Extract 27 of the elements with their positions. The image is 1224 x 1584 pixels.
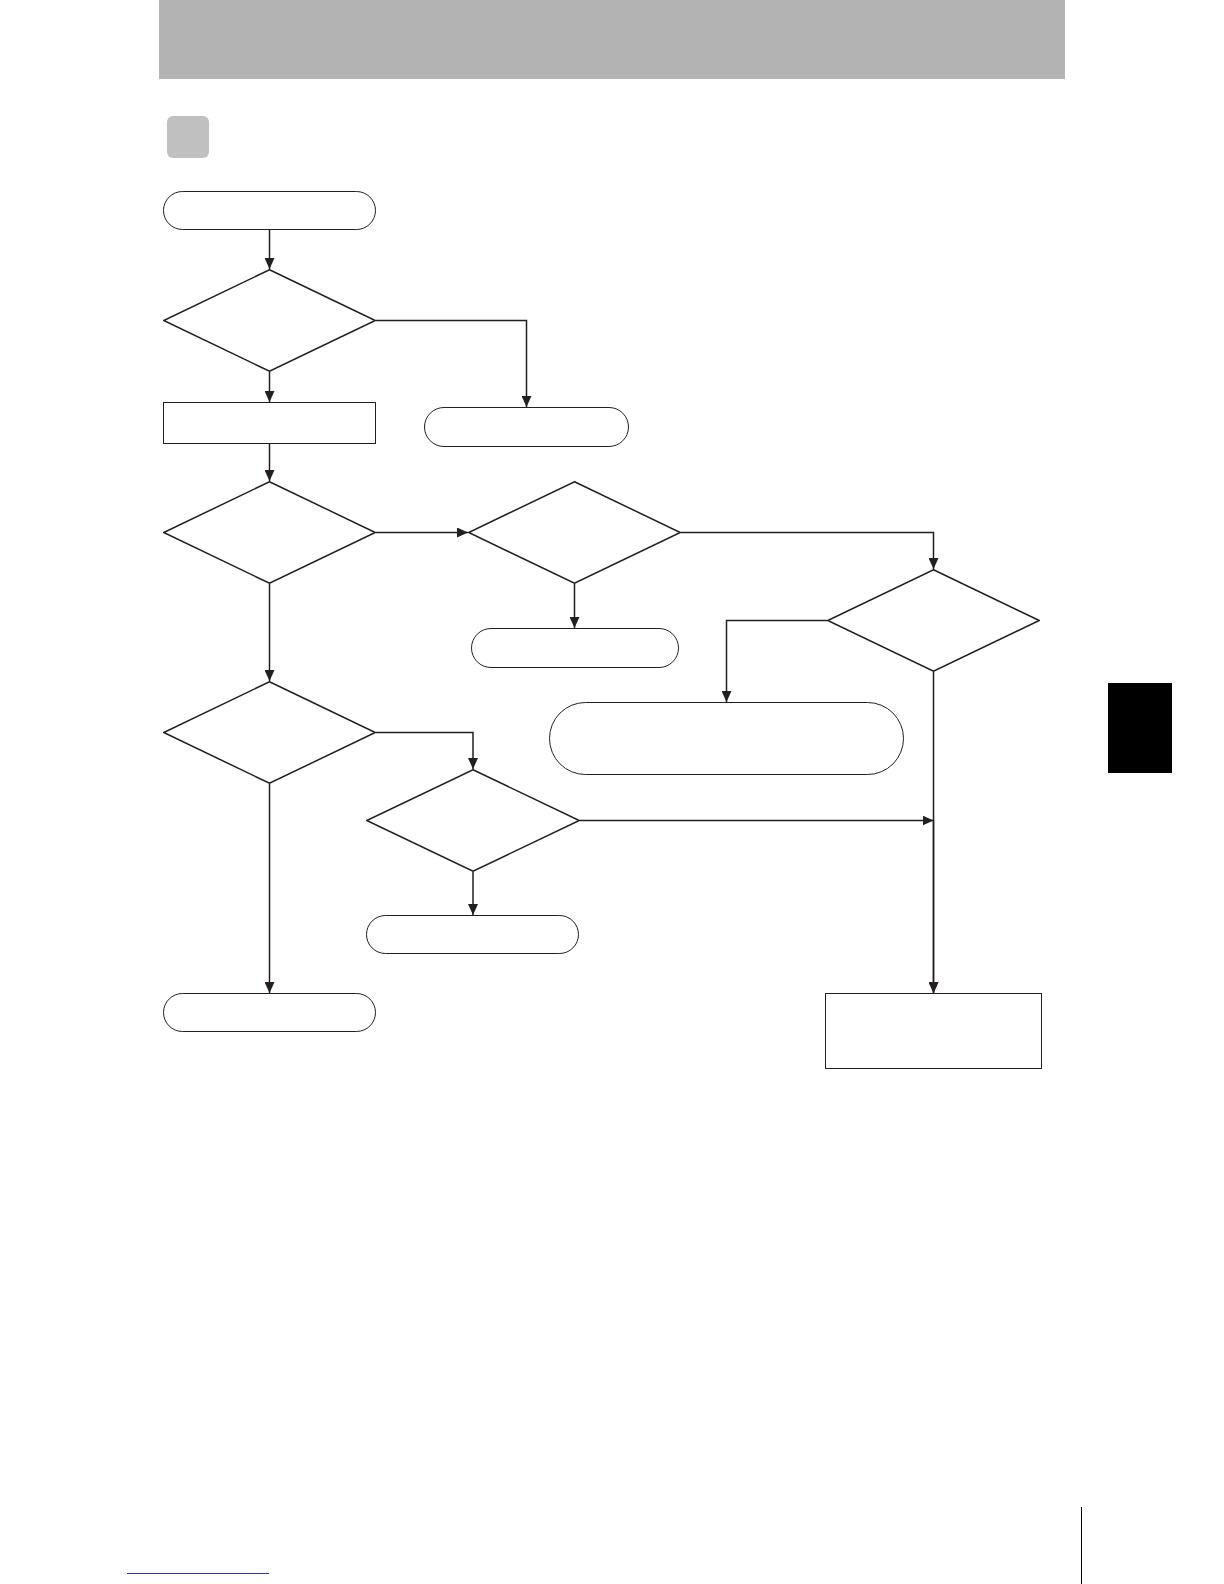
decision-diamond: [163, 481, 376, 584]
process-box: [163, 402, 376, 444]
decision-diamond: [163, 681, 376, 784]
arrow: [264, 783, 275, 994]
arrow: [468, 871, 478, 916]
arrow: [264, 583, 275, 682]
arrow: [579, 816, 939, 994]
chapter-tab: [1108, 683, 1172, 773]
terminal-pill: [163, 993, 376, 1032]
decision-diamond: [827, 569, 1040, 672]
decision-diamond: [163, 269, 376, 372]
terminal-pill: [424, 407, 629, 447]
decision-diamond: [468, 481, 681, 584]
arrow: [375, 319, 532, 408]
decision-diamond: [366, 769, 580, 872]
terminal-pill: [366, 915, 579, 954]
arrow: [375, 527, 469, 538]
arrow: [264, 443, 275, 482]
arrow: [264, 229, 275, 270]
process-box: [825, 993, 1042, 1069]
arrow: [375, 731, 478, 770]
arrow: [264, 371, 275, 403]
terminal-pill: [471, 628, 679, 668]
arrow: [680, 531, 939, 570]
arrow: [721, 619, 828, 703]
terminal-pill: [163, 191, 376, 230]
arrow: [569, 583, 580, 629]
